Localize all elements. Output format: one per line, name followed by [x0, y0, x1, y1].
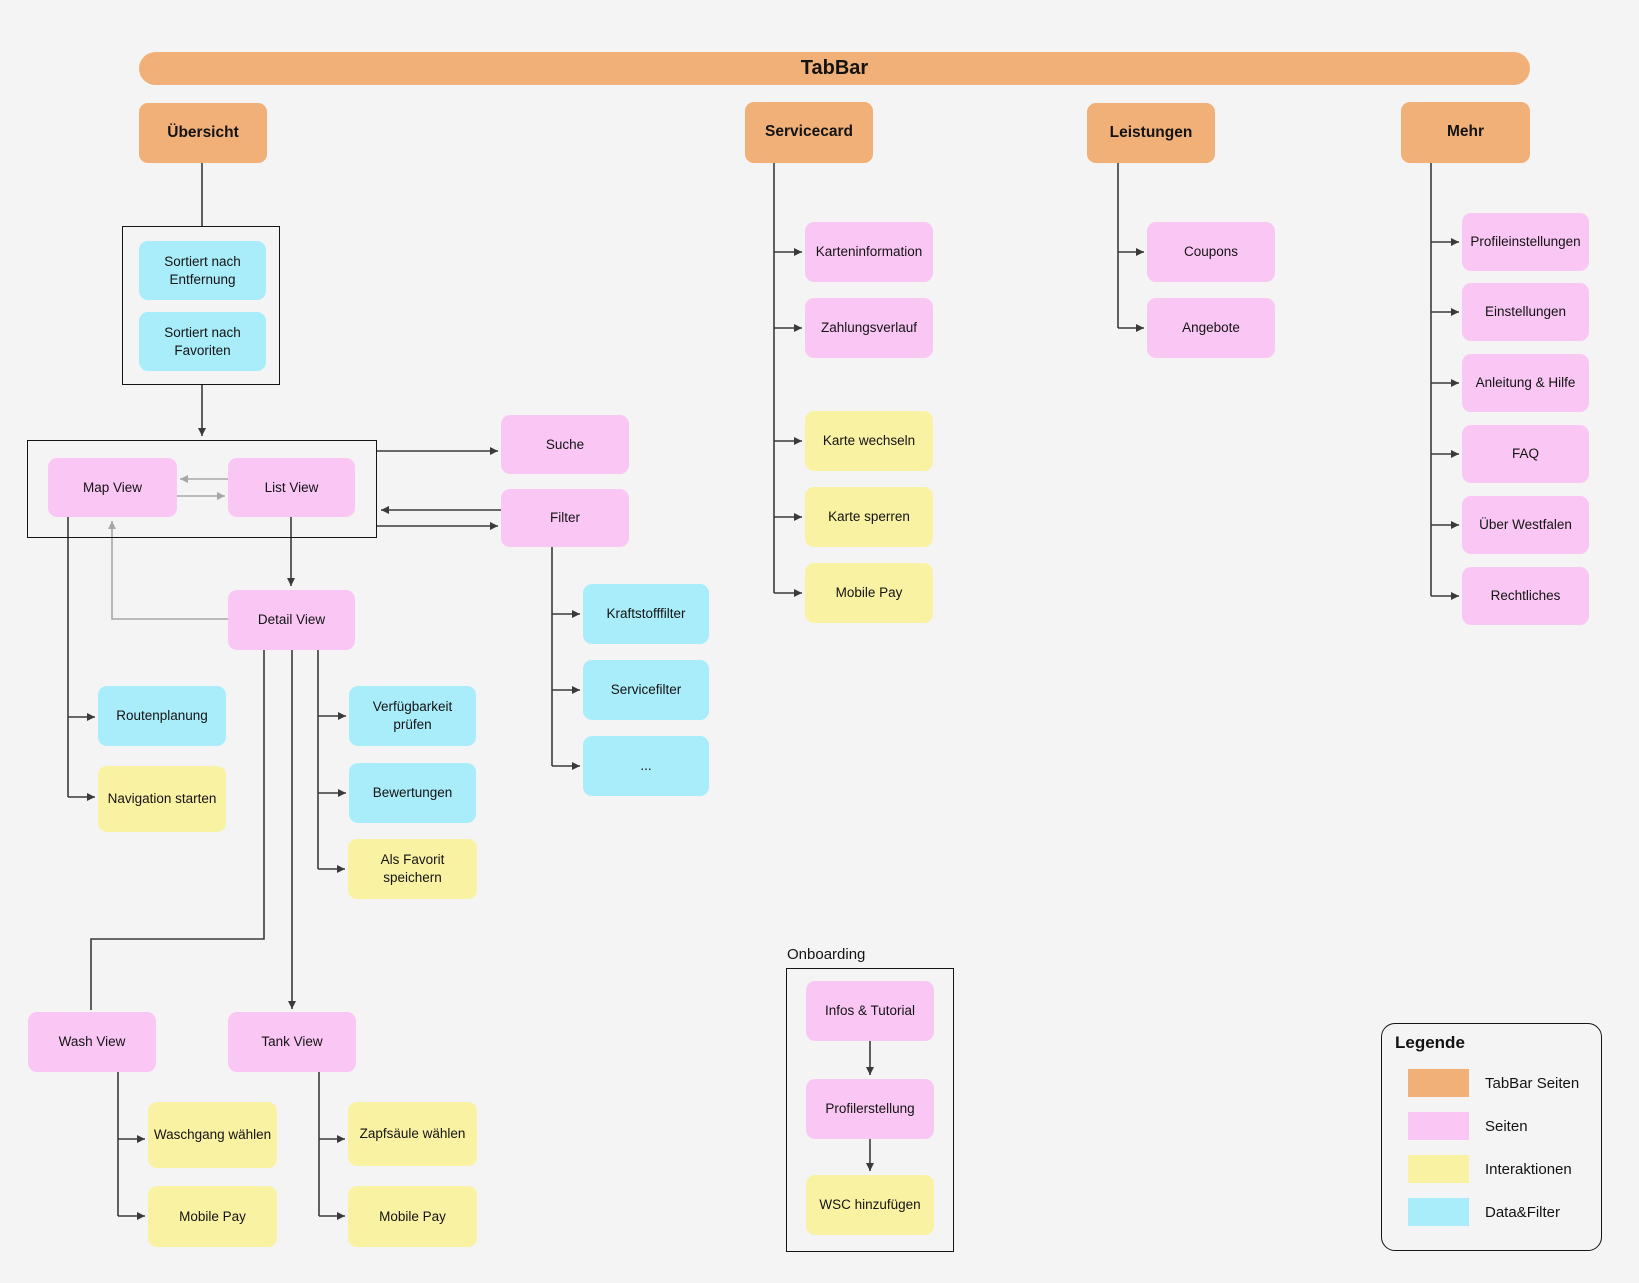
node-bewertungen[interactable]: Bewertungen	[349, 763, 476, 823]
node-verfuegbarkeit-pruefen[interactable]: Verfügbarkeit prüfen	[349, 686, 476, 746]
tab-uebersicht[interactable]: Übersicht	[139, 103, 267, 163]
legend-title: Legende	[1395, 1033, 1465, 1052]
mainview-group-frame	[27, 440, 377, 538]
edges-tankview-children	[318, 1072, 345, 1220]
node-anleitung-hilfe[interactable]: Anleitung & Hilfe	[1462, 354, 1589, 412]
legend-row-interaktionen: Interaktionen	[1408, 1155, 1572, 1183]
edges-filter-children	[551, 547, 580, 770]
legend-swatch-tabbar-seiten	[1408, 1069, 1469, 1097]
legend-swatch-data-filter	[1408, 1198, 1469, 1226]
node-zahlungsverlauf[interactable]: Zahlungsverlauf	[805, 298, 933, 358]
node-faq[interactable]: FAQ	[1462, 425, 1589, 483]
legend-row-seiten: Seiten	[1408, 1112, 1528, 1140]
edge-detailview-mapview-back	[108, 521, 228, 620]
node-tank-view[interactable]: Tank View	[228, 1012, 356, 1072]
node-profileinstellungen[interactable]: Profileinstellungen	[1462, 213, 1589, 271]
sort-group-frame	[122, 226, 280, 385]
node-wash-mobile-pay[interactable]: Mobile Pay	[148, 1186, 277, 1247]
node-detail-view[interactable]: Detail View	[228, 590, 355, 650]
legend-swatch-seiten	[1408, 1112, 1469, 1140]
tab-mehr[interactable]: Mehr	[1401, 102, 1530, 163]
node-tank-mobile-pay[interactable]: Mobile Pay	[348, 1186, 477, 1247]
node-wash-view[interactable]: Wash View	[28, 1012, 156, 1072]
onboarding-label: Onboarding	[787, 946, 866, 963]
node-infos-tutorial[interactable]: Infos & Tutorial	[806, 981, 934, 1041]
node-ueber-westfalen[interactable]: Über Westfalen	[1462, 496, 1589, 554]
edges-mapview-children	[67, 517, 95, 801]
node-routenplanung[interactable]: Routenplanung	[98, 686, 226, 746]
node-list-view[interactable]: List View	[228, 458, 355, 517]
legend: Legende TabBar Seiten Seiten Interaktion…	[1381, 1023, 1602, 1251]
node-als-favorit-speichern[interactable]: Als Favorit speichern	[348, 839, 477, 899]
node-profilerstellung[interactable]: Profilerstellung	[806, 1079, 934, 1139]
node-sortiert-favoriten[interactable]: Sortiert nach Favoriten	[139, 312, 266, 371]
edges-washview-children	[117, 1072, 145, 1220]
legend-label-seiten: Seiten	[1485, 1117, 1528, 1135]
node-kraftstofffilter[interactable]: Kraftstofffilter	[583, 584, 709, 644]
edges-leistungen-children	[1117, 163, 1144, 332]
legend-label-data-filter: Data&Filter	[1485, 1203, 1561, 1221]
edges-secondary	[108, 475, 228, 620]
node-wsc-hinzufuegen[interactable]: WSC hinzufügen	[806, 1175, 934, 1235]
node-einstellungen[interactable]: Einstellungen	[1462, 283, 1589, 341]
node-filter[interactable]: Filter	[501, 489, 629, 547]
legend-label-interaktionen: Interaktionen	[1485, 1160, 1572, 1178]
onboarding-group-frame	[786, 968, 954, 1252]
node-servicefilter[interactable]: Servicefilter	[583, 660, 709, 720]
edge-detailview-washview	[90, 650, 265, 1010]
node-waschgang-waehlen[interactable]: Waschgang wählen	[148, 1102, 277, 1168]
node-filter-more[interactable]: ...	[583, 736, 709, 796]
node-zapfsaeule-waehlen[interactable]: Zapfsäule wählen	[348, 1102, 477, 1166]
edges-servicecard-children	[773, 163, 802, 597]
legend-row-tabbar-seiten: TabBar Seiten	[1408, 1069, 1579, 1097]
node-karte-sperren[interactable]: Karte sperren	[805, 487, 933, 547]
node-servicecard-mobile-pay[interactable]: Mobile Pay	[805, 563, 933, 623]
tab-leistungen[interactable]: Leistungen	[1087, 103, 1215, 163]
tab-servicecard[interactable]: Servicecard	[745, 102, 873, 163]
node-angebote[interactable]: Angebote	[1147, 298, 1275, 358]
legend-row-data-filter: Data&Filter	[1408, 1198, 1560, 1226]
edges-detailview-children	[90, 650, 346, 1010]
node-rechtliches[interactable]: Rechtliches	[1462, 567, 1589, 625]
legend-label-tabbar-seiten: TabBar Seiten	[1485, 1074, 1580, 1092]
node-suche[interactable]: Suche	[501, 415, 629, 474]
tabbar-header[interactable]: TabBar	[139, 52, 1530, 85]
node-coupons[interactable]: Coupons	[1147, 222, 1275, 282]
legend-swatch-interaktionen	[1408, 1155, 1469, 1183]
edges-mehr-children	[1430, 163, 1459, 600]
node-navigation-starten[interactable]: Navigation starten	[98, 766, 226, 832]
node-karteninformation[interactable]: Karteninformation	[805, 222, 933, 282]
node-sortiert-entfernung[interactable]: Sortiert nach Entfernung	[139, 241, 266, 300]
node-map-view[interactable]: Map View	[48, 458, 177, 517]
edges-uebersicht-flow	[198, 163, 501, 586]
node-karte-wechseln[interactable]: Karte wechseln	[805, 411, 933, 471]
